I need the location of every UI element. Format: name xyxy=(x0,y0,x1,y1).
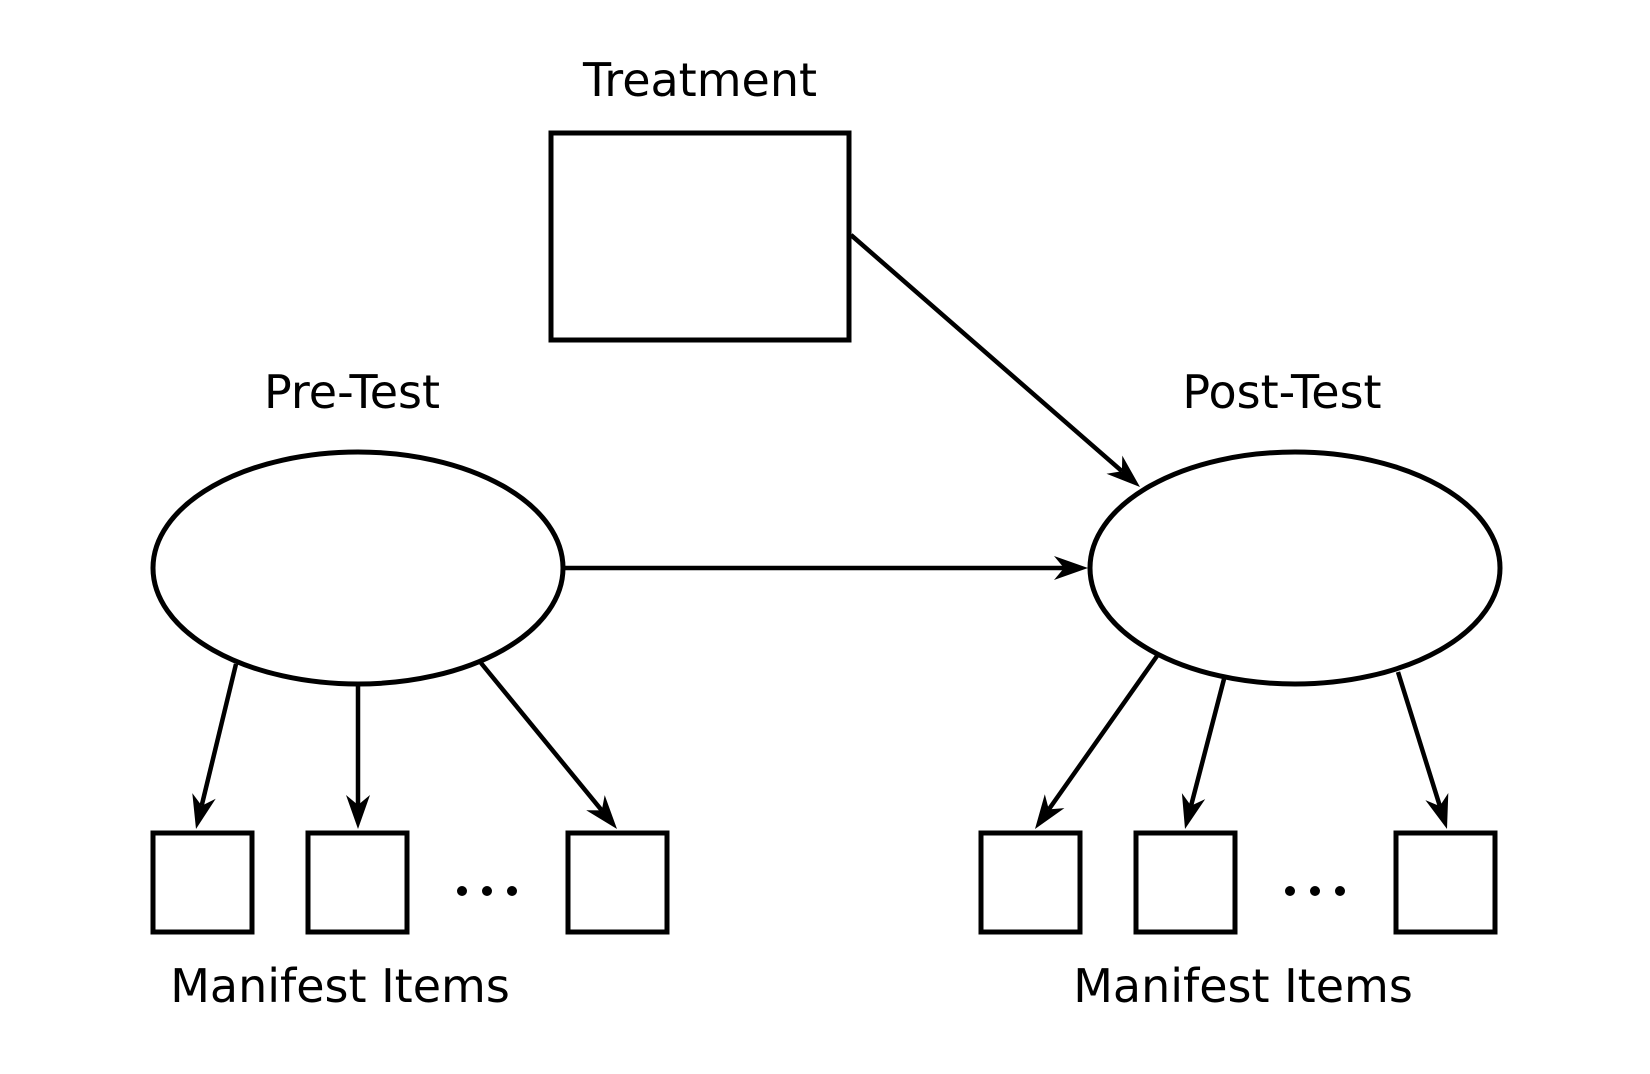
ellipsis-dot xyxy=(1285,886,1295,896)
arrowhead-icon xyxy=(346,795,370,829)
ellipsis-dot xyxy=(1335,886,1345,896)
post-test-ellipse xyxy=(1087,449,1503,687)
treatment-box xyxy=(548,130,852,343)
ellipsis-dot xyxy=(1310,886,1320,896)
arrowhead-icon xyxy=(586,795,617,829)
post-items-ellipsis xyxy=(1285,886,1345,896)
manifest-items-left-label: Manifest Items xyxy=(170,959,510,1013)
pre-manifest-item-2 xyxy=(305,830,410,935)
ellipsis-dot xyxy=(507,886,517,896)
pre-manifest-item-1 xyxy=(150,830,255,935)
arrowhead-icon xyxy=(1035,794,1065,829)
pre-manifest-item-3 xyxy=(565,830,670,935)
arrowhead-icon xyxy=(1425,793,1449,829)
post-manifest-item-1 xyxy=(978,830,1083,935)
ellipsis-dot xyxy=(482,886,492,896)
arrowhead-icon xyxy=(1106,455,1140,487)
arrowhead-icon xyxy=(1054,556,1088,580)
edge-post-test-to-post-item-1 xyxy=(1046,654,1159,811)
post-manifest-item-3 xyxy=(1393,830,1498,935)
edge-post-test-to-post-item-3 xyxy=(1395,671,1442,807)
pre-test-ellipse xyxy=(150,449,566,687)
edge-treatment-to-post-test xyxy=(849,233,1124,473)
ellipsis-dot xyxy=(457,886,467,896)
treatment-label: Treatment xyxy=(582,53,817,107)
edges-layer xyxy=(192,233,1449,829)
arrowhead-icon xyxy=(192,793,216,829)
edge-pre-test-to-pre-item-3 xyxy=(479,661,604,812)
edge-post-test-to-post-item-2 xyxy=(1188,678,1227,807)
arrowhead-icon xyxy=(1181,793,1206,829)
post-test-label: Post-Test xyxy=(1182,365,1381,419)
manifest-items-right-label: Manifest Items xyxy=(1073,959,1413,1013)
pre-items-ellipsis xyxy=(457,886,517,896)
post-manifest-item-2 xyxy=(1133,830,1238,935)
pre-test-label: Pre-Test xyxy=(264,365,440,419)
edge-pre-test-to-pre-item-1 xyxy=(199,663,239,807)
